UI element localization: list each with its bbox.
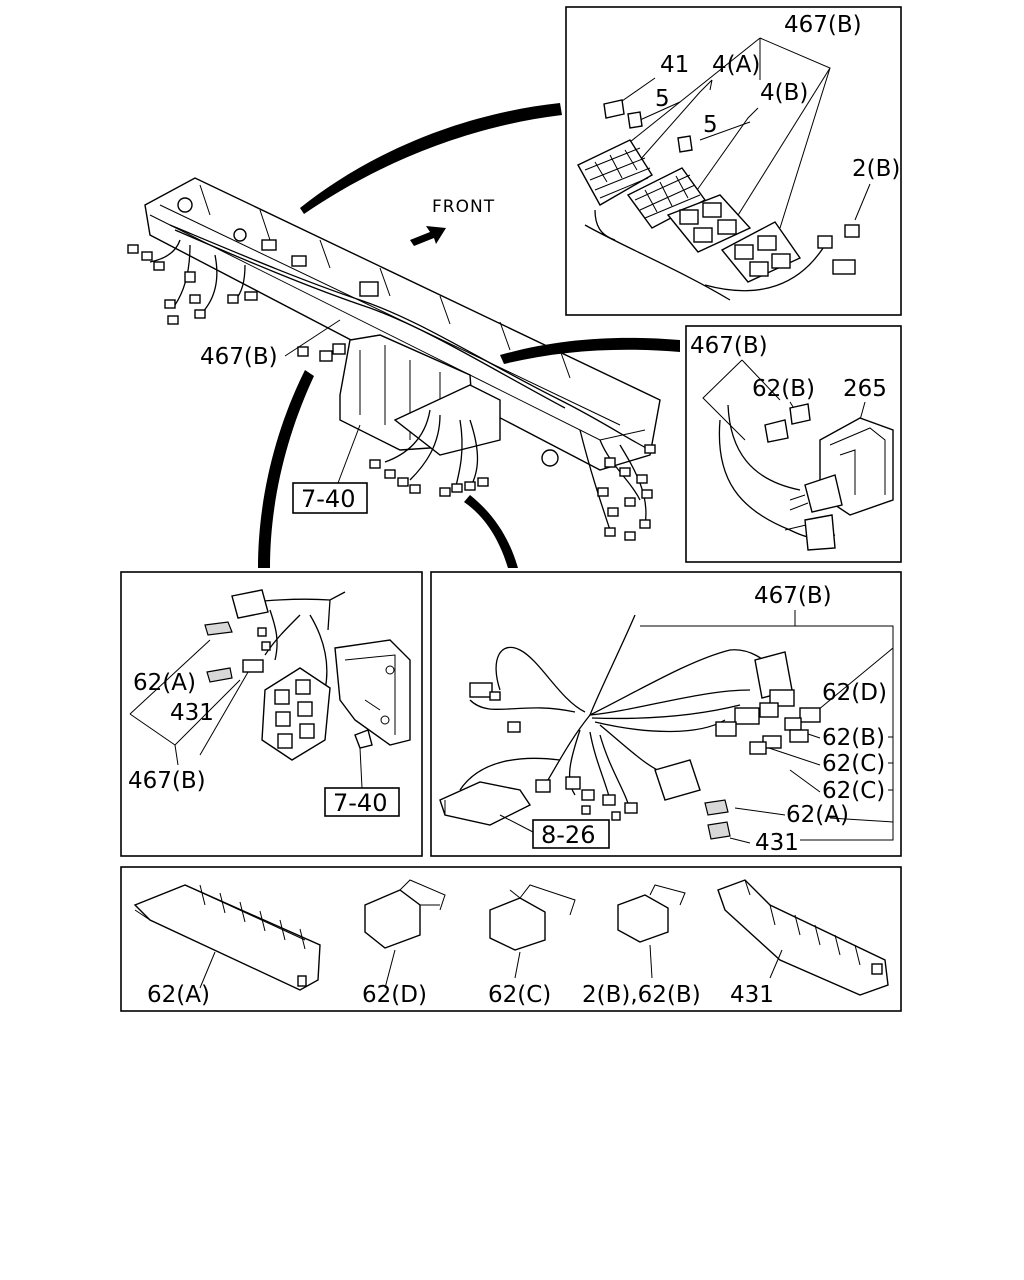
panel-ml-ref-box: 7-40 [324, 787, 400, 817]
callout-swoosh-right [500, 337, 680, 364]
panel-tr-label-5b: 5 [703, 112, 718, 138]
panel-b-label-2b-62b: 2(B),62(B) [582, 982, 701, 1008]
panel-bottom: 62(A) 62(D) 62(C) 2(B),62(B) 431 [120, 866, 902, 1012]
panel-ml-label-62a: 62(A) [133, 670, 196, 696]
panel-b-label-62a: 62(A) [147, 982, 210, 1008]
panel-mc-label-62c-1: 62(C) [822, 751, 885, 777]
panel-tr-label-4b: 4(B) [760, 80, 808, 106]
panel-mc-label-62b: 62(B) [822, 725, 885, 751]
panel-tr-label-41: 41 [660, 52, 689, 78]
main-harness-label: 467(B) [200, 344, 278, 370]
panel-mc-ref-box: 8-26 [532, 819, 610, 849]
panel-tr-label-2b: 2(B) [852, 156, 900, 182]
panel-mid-left: 62(A) 431 467(B) 7-40 [120, 571, 423, 857]
front-indicator: FRONT [410, 197, 495, 246]
callout-swoosh-top [300, 103, 562, 214]
main-assembly [127, 177, 661, 541]
panel-mc-ref-text: 8-26 [541, 821, 595, 849]
main-ref-text: 7-40 [301, 485, 355, 513]
panel-b-label-62d: 62(D) [362, 982, 427, 1008]
panel-mc-label-62a: 62(A) [786, 802, 849, 828]
panel-b-label-62c: 62(C) [488, 982, 551, 1008]
panel-tr-title: 467(B) [784, 12, 862, 38]
panel-b-label-431: 431 [730, 982, 774, 1008]
panel-mid-right: 467(B) 62(B) 265 [685, 325, 902, 563]
callout-swoosh-left [258, 370, 314, 568]
front-label: FRONT [432, 197, 495, 217]
panel-mr-label-62b: 62(B) [752, 376, 815, 402]
panel-tr-label-5a: 5 [655, 86, 670, 112]
panel-mc-label-62d: 62(D) [822, 680, 887, 706]
panel-mc-title: 467(B) [754, 583, 832, 609]
front-arrow-icon [410, 226, 446, 246]
panel-mc-label-62c-2: 62(C) [822, 778, 885, 804]
panel-top-right: 467(B) 41 4(A) 5 4(B) 5 2(B) [565, 6, 902, 316]
panel-tr-label-4a: 4(A) [712, 52, 760, 78]
callout-swoosh-center [464, 495, 518, 568]
panel-mr-title: 467(B) [690, 333, 768, 359]
panel-ml-ref-text: 7-40 [333, 789, 387, 817]
panel-ml-label-467b: 467(B) [128, 768, 206, 794]
panel-mr-label-265: 265 [843, 376, 887, 402]
panel-mid-center: 467(B) 62(D) 62(B) 62(C) 62(C) 62(A) 431 [430, 571, 902, 857]
main-ref-box: 7-40 [292, 482, 368, 514]
panel-mc-label-431: 431 [755, 830, 799, 856]
